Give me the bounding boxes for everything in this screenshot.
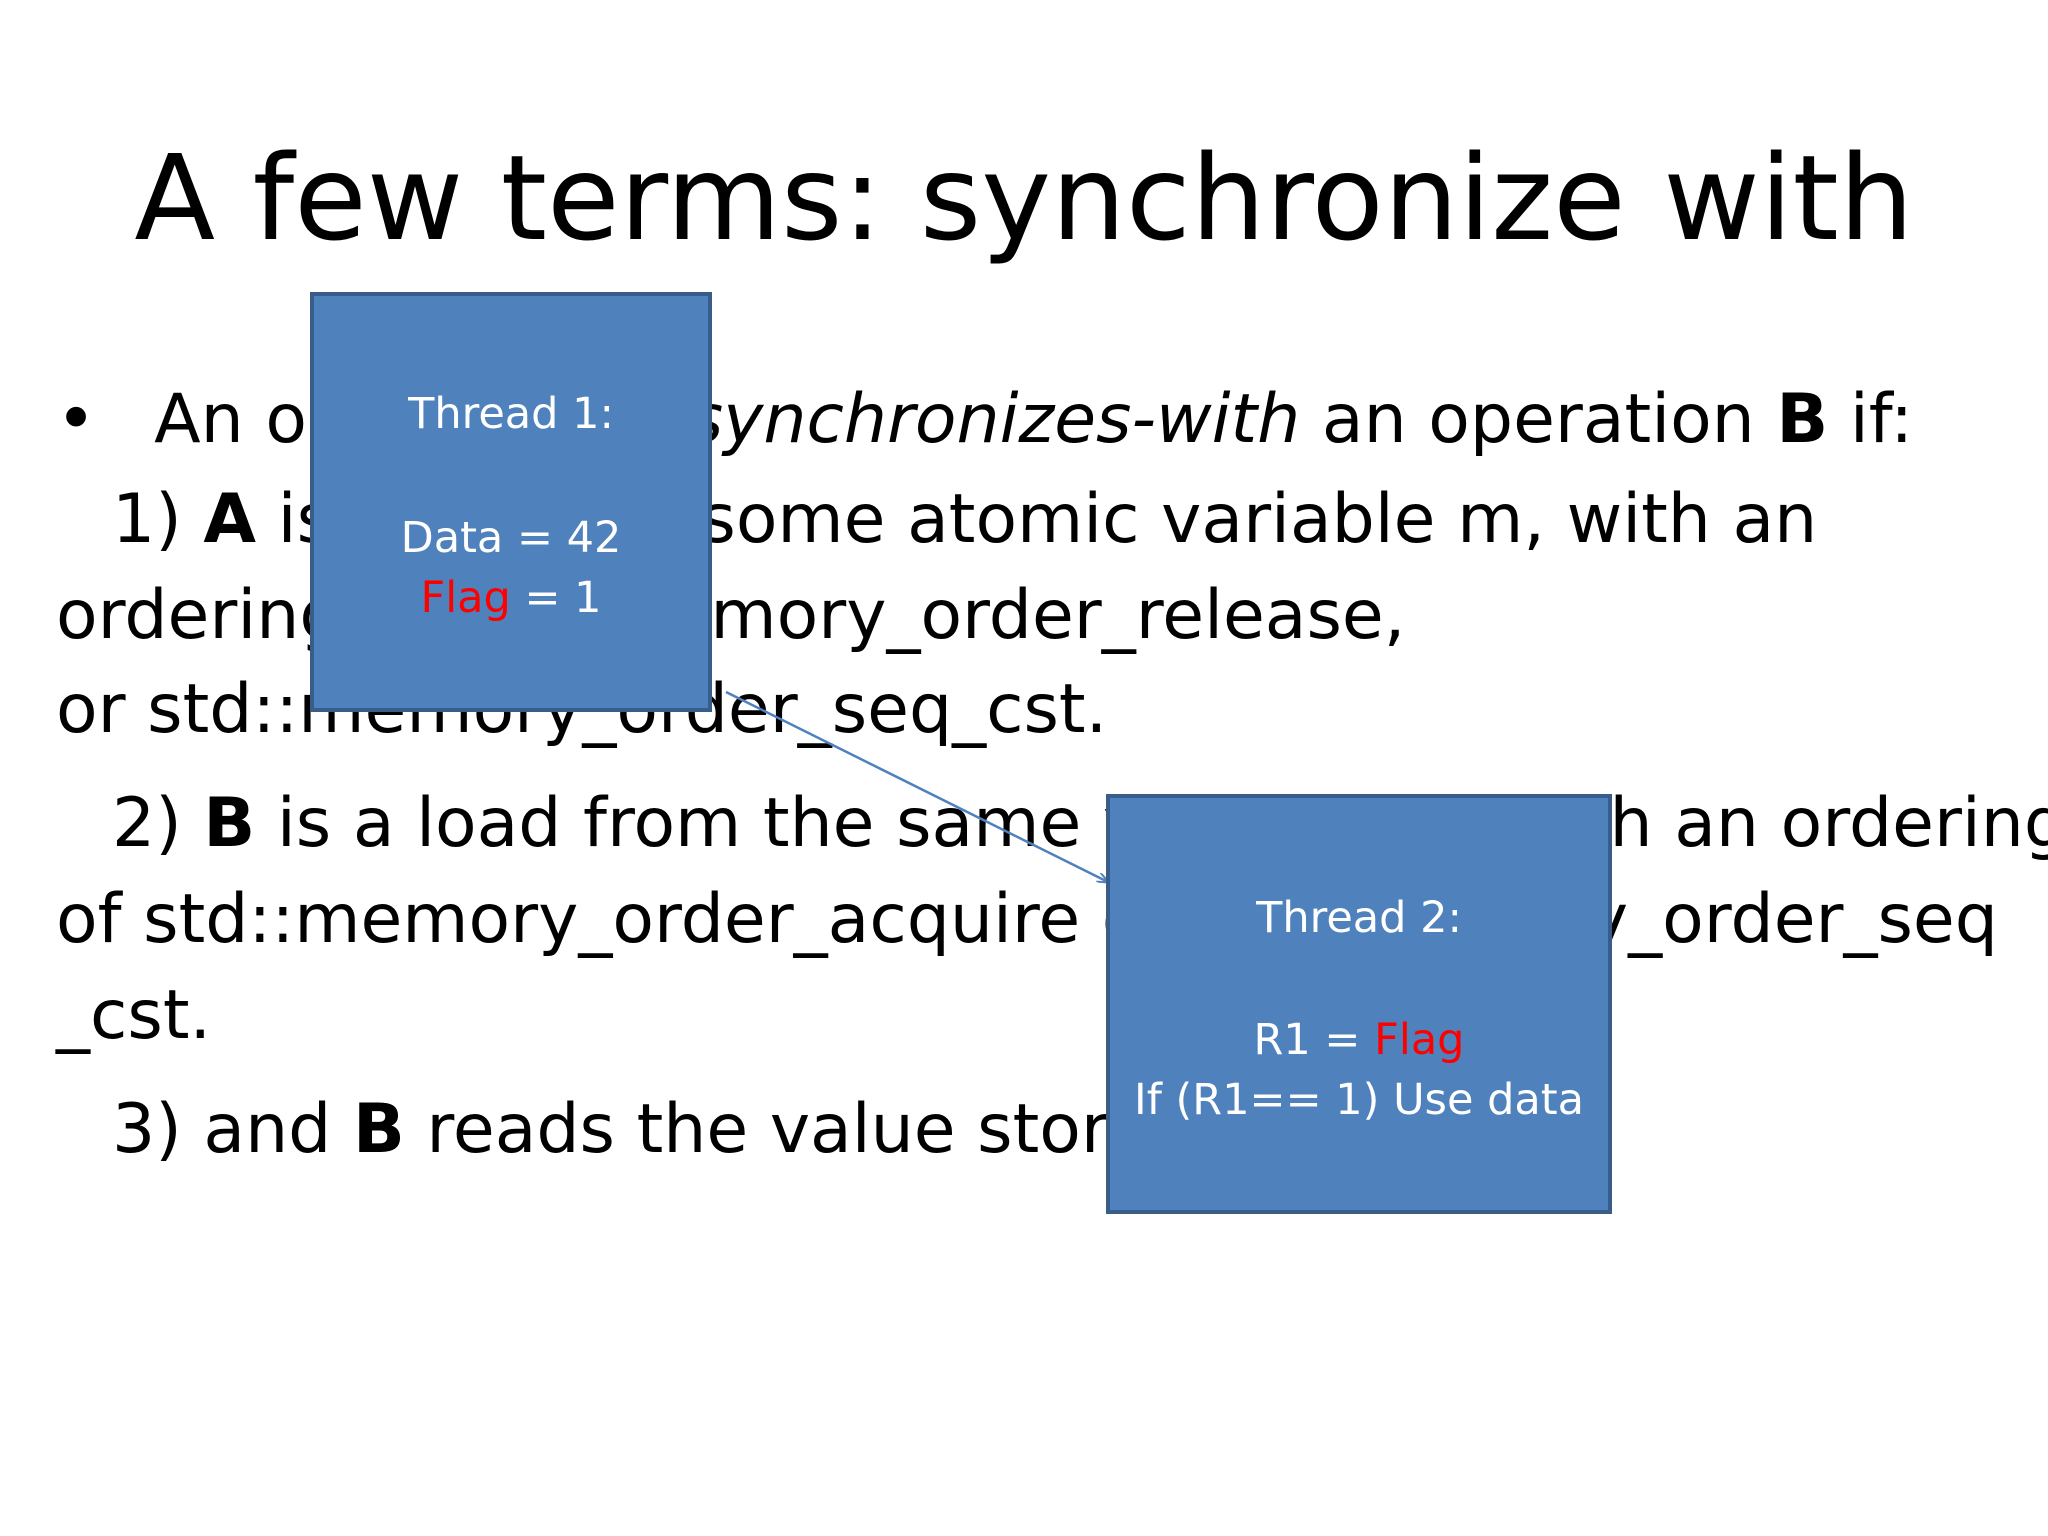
thread-1-data-line: Data = 42	[400, 513, 622, 563]
condition-2-operand-b: B	[203, 784, 256, 863]
thread-2-r1-line: R1 = Flag	[1253, 1015, 1465, 1065]
bullet-operand-b: B	[1776, 380, 1829, 459]
bullet-text-end: if:	[1828, 380, 1914, 459]
condition-2-line-3: _cst.	[56, 976, 212, 1055]
bullet-term: synchronizes-with	[687, 380, 1301, 459]
thread-1-flag-line: Flag = 1	[420, 573, 602, 623]
slide-title: A few terms: synchronize with	[134, 129, 1914, 267]
thread-1-flag-highlight: Flag	[420, 573, 511, 623]
thread-1-box: Thread 1: Data = 42 Flag = 1	[310, 292, 712, 712]
condition-2-line-2: of std::memory_order_acquire or std::mem…	[56, 880, 1998, 959]
thread-2-title: Thread 2:	[1256, 893, 1462, 943]
sync-arrow-line	[725, 690, 1108, 882]
thread-2-use-data-line: If (R1== 1) Use data	[1134, 1075, 1584, 1125]
condition-3-operand-b: B	[352, 1090, 405, 1169]
thread-2-box: Thread 2: R1 = Flag If (R1== 1) Use data	[1106, 794, 1612, 1214]
thread-1-title: Thread 1:	[408, 389, 614, 439]
thread-2-flag-highlight: Flag	[1374, 1015, 1465, 1065]
condition-1-line-2: ordering of std::memory_order_release,	[56, 576, 1406, 655]
condition-1-operand-a: A	[203, 480, 257, 559]
bullet-text-post: an operation	[1300, 380, 1777, 459]
bullet-dot: •	[56, 380, 97, 459]
